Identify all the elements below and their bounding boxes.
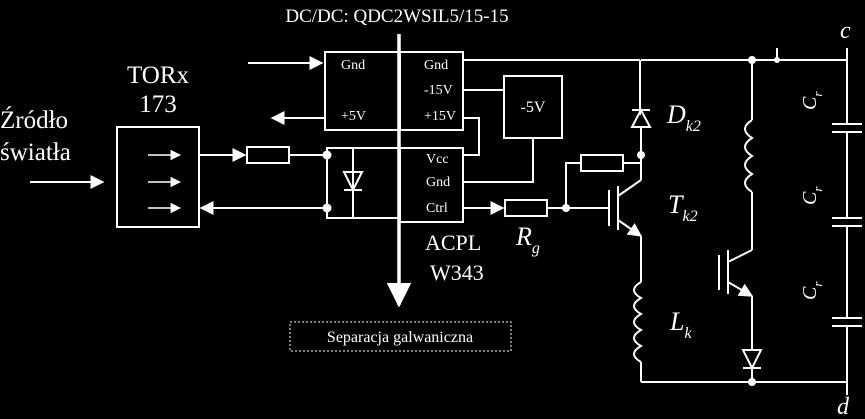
dcdc-pin-gnd-left: Gnd: [341, 58, 365, 73]
junction-collector: [637, 151, 645, 159]
gate-resistor: [504, 199, 548, 217]
inductor-mid: [744, 119, 754, 193]
igbt-tk2-emitter: [617, 219, 643, 237]
opto-inner-box: [326, 147, 354, 219]
dcdc-pin-5v: +5V: [341, 109, 366, 124]
dk2-label: Dk2: [666, 100, 701, 135]
cr1-label: Cr: [799, 91, 825, 110]
wire-feedback: [565, 162, 581, 208]
igbt-mid-collector: [727, 249, 753, 263]
light-source-label-1: Źródło: [0, 106, 68, 134]
dcdc-pin-neg15v: -15V: [424, 83, 453, 98]
dcdc-pin-pos15v: +15V: [424, 109, 456, 124]
light-source-label-2: światła: [0, 139, 71, 166]
cr3-label: Cr: [799, 281, 825, 300]
input-resistor: [246, 146, 290, 164]
rg-label: Rg: [515, 222, 540, 257]
terminal-d: d: [837, 394, 850, 419]
diode-mid: [741, 349, 763, 371]
wire-reg-gnd: [463, 138, 534, 183]
dcdc-pin-gnd-right: Gnd: [424, 58, 448, 73]
wire-pos15-vcc: [463, 117, 480, 156]
driver-label-1: ACPL: [425, 230, 481, 255]
tk2-label: Tk2: [668, 190, 698, 225]
igbt-mid-emitter: [727, 281, 754, 297]
driver-pin-ctrl: Ctrl: [426, 201, 448, 216]
terminal-c: c: [840, 18, 851, 44]
dcdc-title: DC/DC: QDC2WSIL5/15-15: [285, 6, 508, 27]
igbt-tk2-collector: [617, 179, 642, 197]
lk-label: Lk: [669, 307, 692, 342]
inductor-lk: [633, 281, 644, 363]
regulator-label: -5V: [521, 99, 546, 116]
driver-pin-vcc: Vcc: [426, 152, 449, 167]
torx-label-1: TORx: [127, 62, 190, 89]
torx-block: [116, 126, 200, 228]
cr2-label: Cr: [799, 186, 825, 205]
separation-label: Separacja galwaniczna: [327, 329, 473, 346]
driver-pin-gnd: Gnd: [426, 175, 450, 190]
separation-box: [289, 321, 512, 352]
feedback-resistor: [580, 154, 624, 172]
driver-label-2: W343: [430, 260, 484, 285]
torx-label-2: 173: [139, 91, 177, 118]
